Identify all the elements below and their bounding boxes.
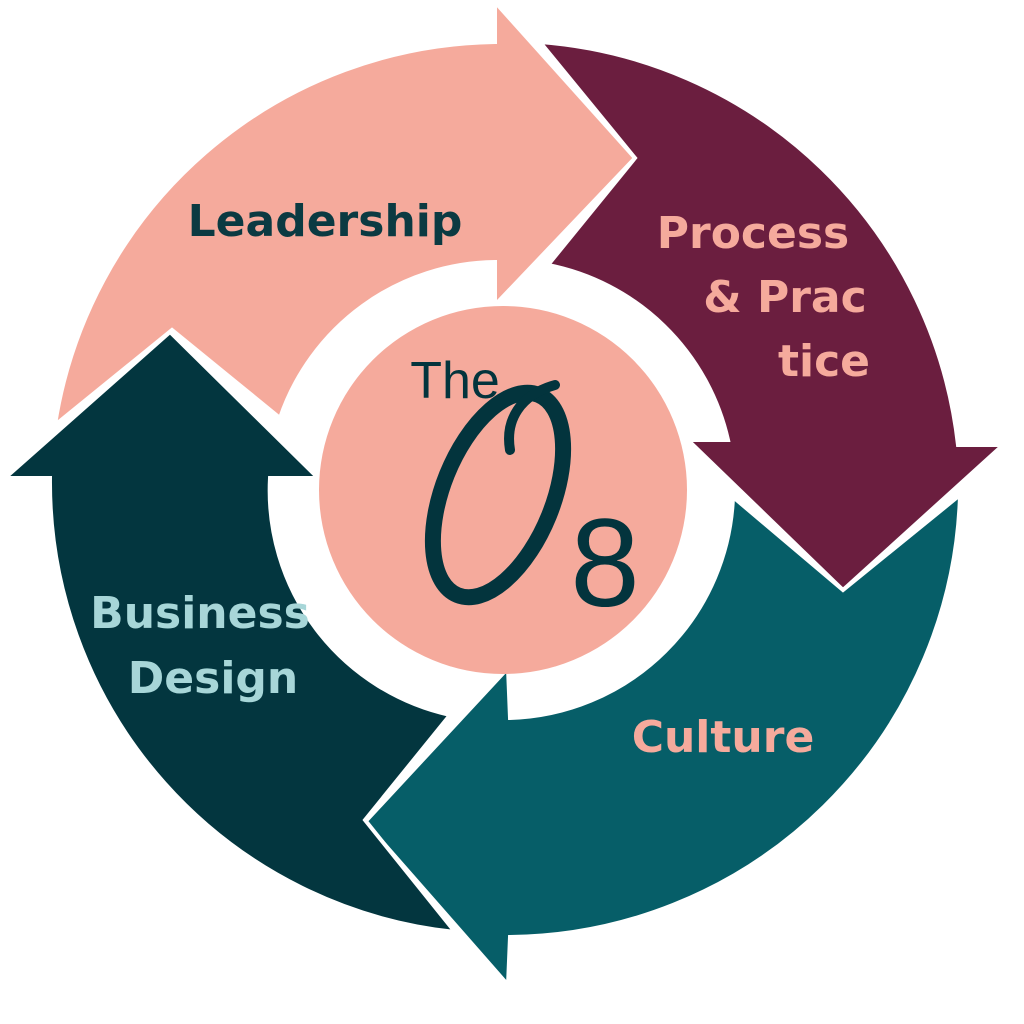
culture-arrow xyxy=(362,490,963,991)
process-label-line3: tice xyxy=(778,336,870,387)
business-label-line2: Design xyxy=(128,653,298,704)
culture-label: Culture xyxy=(632,712,815,763)
center-script-o-logo xyxy=(424,380,572,606)
process-label-line2: & Prac xyxy=(703,272,866,323)
center-number: 8 xyxy=(570,494,640,633)
center-prefix-the: The xyxy=(410,352,500,410)
business-label-line1: Business xyxy=(90,588,310,639)
leadership-arrow xyxy=(52,0,638,430)
center-circle xyxy=(319,306,687,674)
process-practice-arrow xyxy=(535,39,1009,593)
process-label-line1: Process xyxy=(657,208,849,259)
leadership-label: Leadership xyxy=(188,196,463,247)
business-design-arrow xyxy=(0,329,460,935)
